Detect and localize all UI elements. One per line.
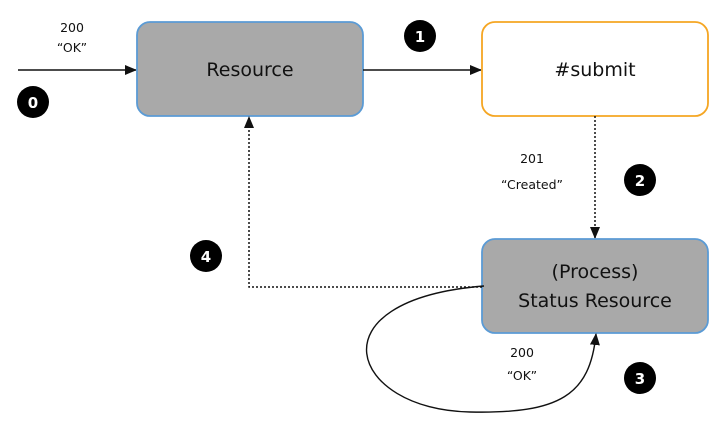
entry-status-text: “OK” xyxy=(57,40,87,55)
submit-label: #submit xyxy=(554,59,635,81)
svg-text:4: 4 xyxy=(201,248,211,266)
svg-text:1: 1 xyxy=(415,28,425,46)
resource-label: Resource xyxy=(206,59,293,81)
status-self-loop-arrow xyxy=(365,285,600,413)
loop-status-text: “OK” xyxy=(507,368,537,383)
status-to-resource-arrow xyxy=(244,116,482,288)
status-resource-box xyxy=(481,238,709,334)
status-resource-label-line1: (Process) xyxy=(552,261,639,283)
step-badge-0: 0 xyxy=(17,86,49,118)
created-status-text: “Created” xyxy=(501,177,563,192)
svg-text:3: 3 xyxy=(635,370,645,388)
step-badge-2: 2 xyxy=(624,164,656,196)
svg-text:2: 2 xyxy=(635,172,645,190)
entry-status-code: 200 xyxy=(60,20,84,35)
svg-text:0: 0 xyxy=(28,94,38,112)
created-status-code: 201 xyxy=(520,151,544,166)
loop-status-code: 200 xyxy=(510,345,534,360)
status-resource-label-line2: Status Resource xyxy=(518,290,672,312)
step-badge-4: 4 xyxy=(190,240,222,272)
step-badge-3: 3 xyxy=(624,362,656,394)
step-badge-1: 1 xyxy=(404,20,436,52)
